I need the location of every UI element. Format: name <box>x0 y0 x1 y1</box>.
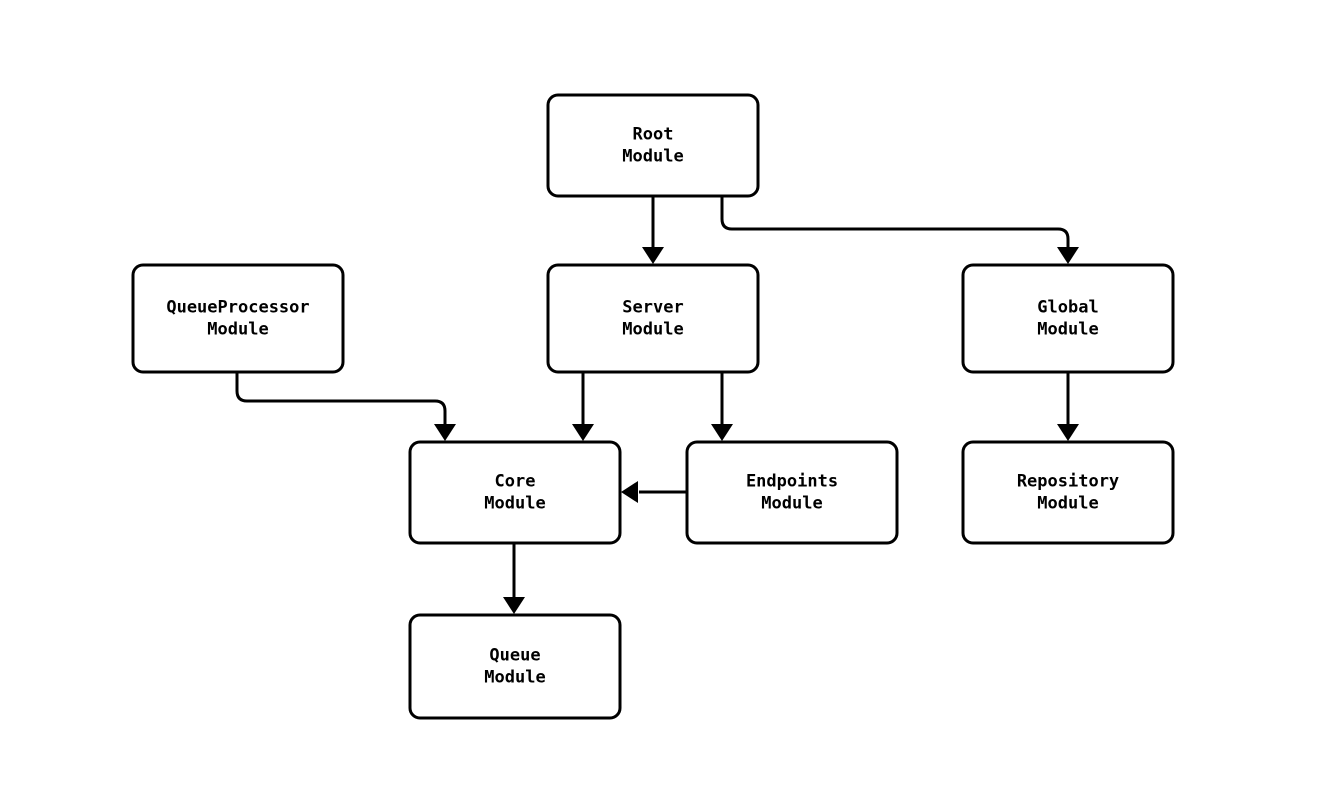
edge-core-queue <box>503 543 525 614</box>
node-box[interactable] <box>131 263 345 374</box>
node-box[interactable] <box>546 93 760 198</box>
node-label-line1: Root <box>633 125 674 145</box>
edge-queueprocessor-core <box>235 372 456 441</box>
arrowhead-icon <box>434 424 456 441</box>
node-label-line1: Repository <box>1017 472 1119 492</box>
node-label-line2: Module <box>761 494 822 514</box>
node-label-line1: Server <box>622 298 683 318</box>
node-label-line2: Module <box>622 147 683 167</box>
edge-server-core <box>572 372 594 441</box>
node-box[interactable] <box>408 613 622 720</box>
edge-root-server <box>642 196 664 264</box>
edge-global-repository <box>1057 372 1079 441</box>
node-label-line1: Core <box>495 472 536 492</box>
edge-server-endpoints <box>711 372 733 441</box>
arrowhead-icon <box>711 424 733 441</box>
arrowhead-icon <box>572 424 594 441</box>
node-label-line2: Module <box>207 320 268 340</box>
node-label-line2: Module <box>1037 494 1098 514</box>
node-label-line2: Module <box>622 320 683 340</box>
arrowhead-icon <box>1057 424 1079 441</box>
node-label-line1: QueueProcessor <box>166 298 309 318</box>
edges-layer <box>235 196 1079 614</box>
arrowhead-icon <box>642 247 664 264</box>
node-label-line2: Module <box>1037 320 1098 340</box>
node-box[interactable] <box>685 440 899 545</box>
arrowhead-icon <box>621 481 638 503</box>
edge-root-global <box>720 196 1079 264</box>
edge-line <box>720 196 1070 247</box>
node-label-line2: Module <box>484 668 545 688</box>
nodes-layer: RootModuleQueueProcessorModuleServerModu… <box>131 93 1175 720</box>
node-box[interactable] <box>961 440 1175 545</box>
node-label-line1: Global <box>1037 298 1098 318</box>
edge-endpoints-core <box>621 481 687 503</box>
node-label-line1: Queue <box>489 646 540 666</box>
arrowhead-icon <box>503 597 525 614</box>
arrowhead-icon <box>1057 247 1079 264</box>
node-label-line2: Module <box>484 494 545 514</box>
edge-line <box>235 372 447 424</box>
node-box[interactable] <box>961 263 1175 374</box>
node-box[interactable] <box>546 263 760 374</box>
node-label-line1: Endpoints <box>746 472 838 492</box>
node-box[interactable] <box>408 440 622 545</box>
